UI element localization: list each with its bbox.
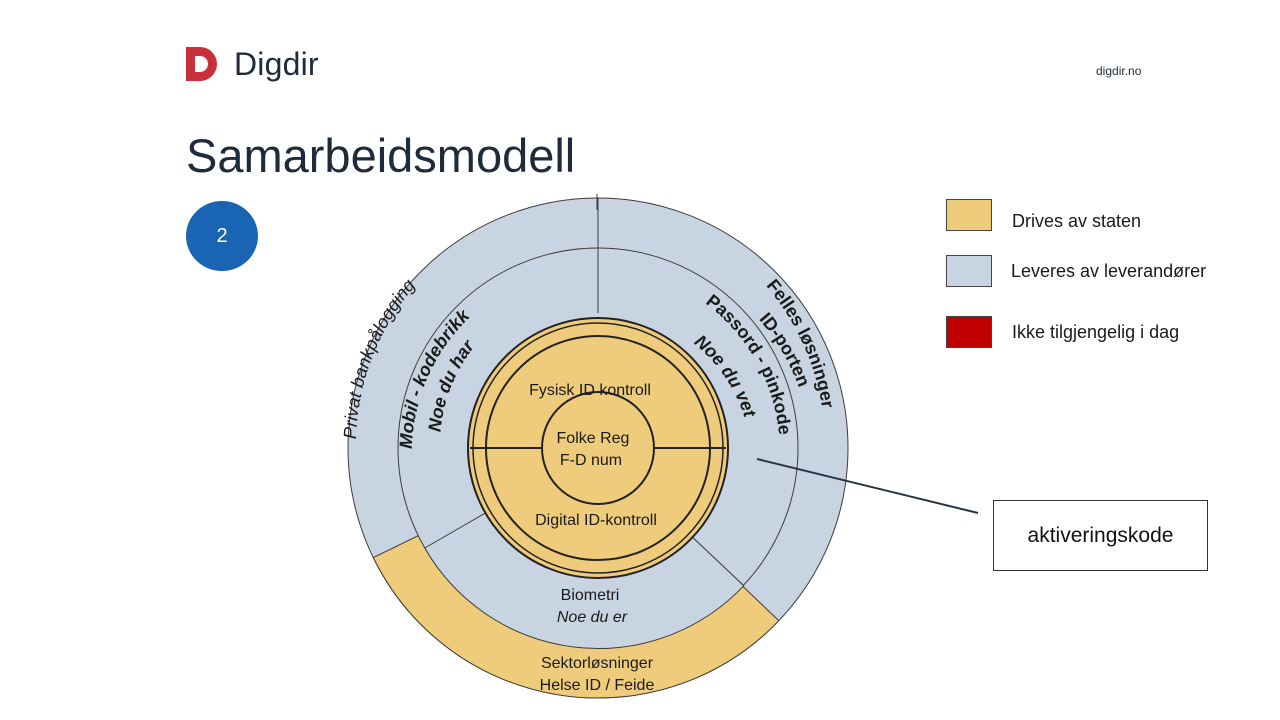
sektor-sublabel: Helse ID / Feide (540, 677, 655, 694)
legend-swatch-unavailable (946, 316, 992, 348)
center-circle (541, 391, 655, 505)
digdir-logo-icon (186, 47, 217, 81)
callout-aktiveringskode: aktiveringskode (993, 500, 1208, 571)
center-label-1: Folke Reg (557, 430, 630, 447)
center-label-2: F-D num (560, 452, 622, 469)
sektor-label: Sektorløsninger (541, 655, 654, 672)
logo-text: Digdir (234, 45, 319, 82)
biometri-label: Biometri (561, 587, 620, 604)
callout-connector (756, 458, 979, 514)
legend-label-state: Drives av staten (1012, 211, 1142, 231)
legend-swatch-supplier (946, 255, 992, 287)
legend-swatch-state (946, 199, 992, 231)
digdir-logo: Digdir (184, 44, 319, 84)
step-badge: 2 (186, 201, 258, 271)
inner-bottom-label: Digital ID-kontroll (535, 512, 657, 529)
site-url[interactable]: digdir.no (1096, 64, 1142, 78)
legend-label-supplier: Leveres av leverandører (1011, 261, 1207, 281)
inner-top-label: Fysisk ID kontroll (529, 382, 651, 399)
biometri-sublabel: Noe du er (557, 609, 628, 626)
legend-label-unavailable: Ikke tilgjengelig i dag (1012, 322, 1180, 342)
page-title: Samarbeidsmodell (186, 129, 576, 182)
